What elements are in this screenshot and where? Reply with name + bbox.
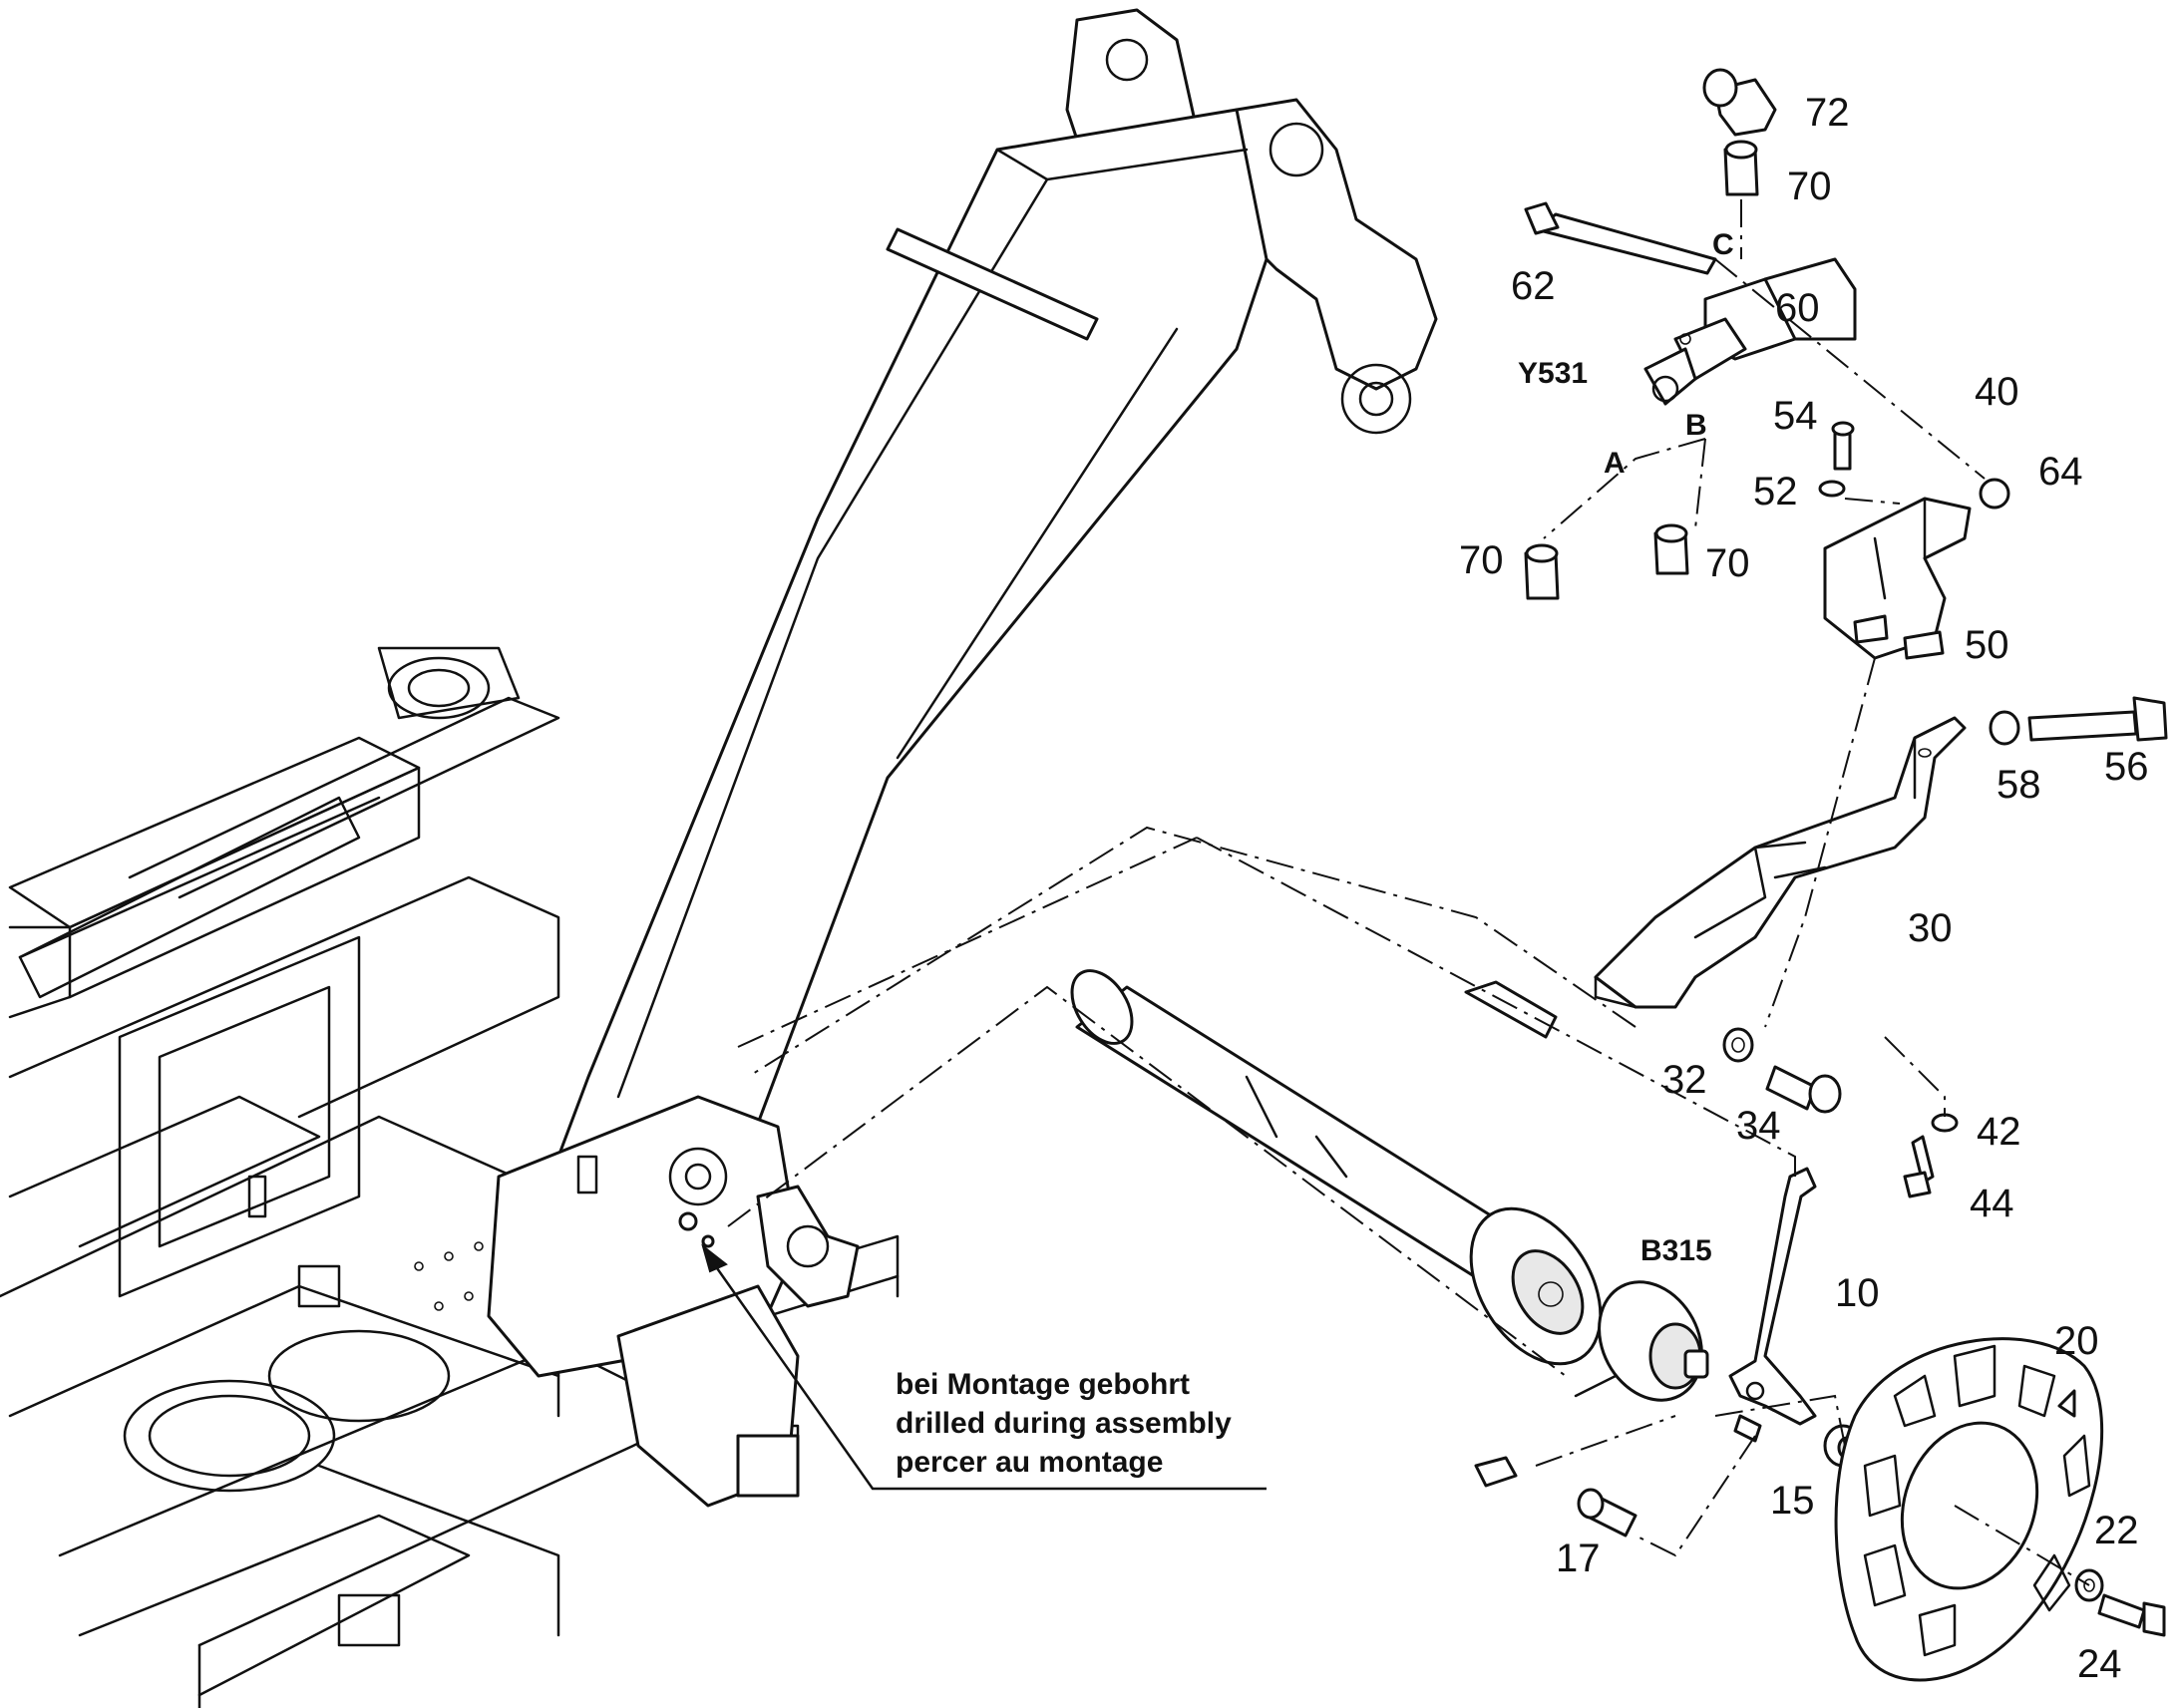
label-20: 20: [2054, 1319, 2099, 1363]
valve-y531: [1643, 257, 1857, 406]
assembly-lines: [727, 199, 2090, 1586]
screw-17: [1577, 1488, 1637, 1537]
nut-58: [1989, 710, 2020, 746]
label-10: 10: [1835, 1271, 1880, 1315]
nut-64: [1979, 478, 2010, 510]
label-70-right: 70: [1705, 541, 1750, 585]
washer-52: [1818, 480, 1846, 498]
note-line-de: bei Montage gebohrt: [896, 1368, 1190, 1401]
bolt-56: [2027, 696, 2168, 742]
connector-plug: [1464, 980, 1558, 1039]
label-22: 22: [2094, 1509, 2139, 1552]
label-42: 42: [1977, 1110, 2021, 1154]
label-b315: B315: [1640, 1234, 1712, 1267]
washer-42: [1931, 1113, 1959, 1133]
label-30: 30: [1908, 906, 1953, 950]
fitting-70-left: [1524, 543, 1560, 600]
label-50: 50: [1965, 623, 2009, 667]
label-62: 62: [1511, 264, 1556, 308]
bolt-62: [1524, 201, 1717, 275]
label-a: A: [1604, 447, 1626, 480]
label-56: 56: [2104, 745, 2149, 789]
label-34: 34: [1736, 1104, 1781, 1148]
label-15: 15: [1770, 1479, 1815, 1523]
fitting-70-top: [1723, 140, 1759, 196]
fitting-72: [1702, 68, 1777, 137]
label-b: B: [1685, 409, 1707, 442]
bolt-44: [1903, 1135, 1935, 1198]
label-58: 58: [1997, 763, 2041, 807]
label-64: 64: [2038, 450, 2083, 494]
screw-54: [1831, 421, 1855, 471]
bracket-40: [1823, 497, 1972, 660]
washer-32: [1722, 1027, 1754, 1063]
label-72: 72: [1805, 91, 1850, 135]
boom-arm: [247, 8, 1438, 1508]
note-line-fr: percer au montage: [896, 1446, 1163, 1479]
screw-34: [1765, 1065, 1842, 1114]
label-y531: Y531: [1518, 357, 1588, 390]
label-40: 40: [1975, 370, 2019, 414]
sensor-b315: [1574, 1280, 1709, 1402]
bolt-24: [2097, 1593, 2166, 1637]
key-part: [1474, 1456, 1518, 1488]
label-c: C: [1712, 228, 1734, 261]
label-70-top: 70: [1787, 165, 1832, 208]
label-17: 17: [1556, 1537, 1601, 1580]
label-44: 44: [1970, 1182, 2014, 1225]
cover-disc-20: [1834, 1337, 2104, 1682]
label-60: 60: [1775, 286, 1820, 330]
label-24: 24: [2077, 1642, 2122, 1686]
fitting-70-right: [1653, 523, 1689, 575]
note-leader: [701, 1243, 1267, 1491]
label-70-left: 70: [1459, 538, 1504, 582]
label-54: 54: [1773, 394, 1818, 438]
label-52: 52: [1753, 470, 1798, 513]
lever-10: [1728, 1167, 1817, 1443]
label-32: 32: [1662, 1058, 1707, 1102]
block-50: [1853, 614, 1945, 660]
note-line-en: drilled during assembly: [896, 1407, 1232, 1440]
bracket-30: [1594, 716, 1967, 1009]
main-pin: [1070, 969, 1603, 1366]
